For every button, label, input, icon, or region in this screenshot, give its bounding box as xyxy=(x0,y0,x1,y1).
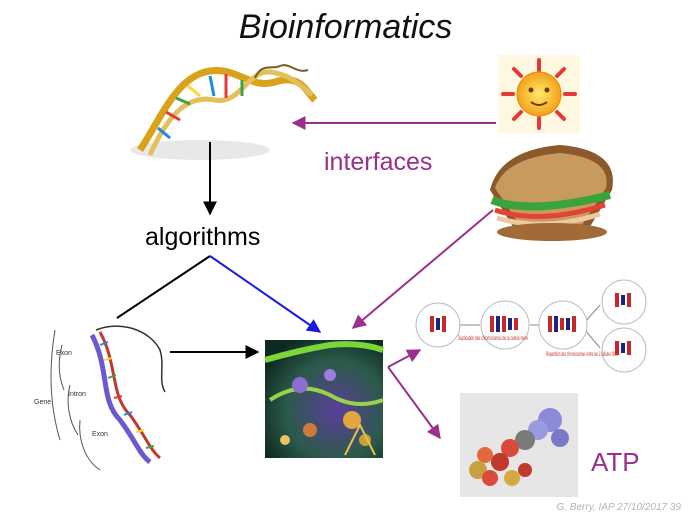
cell-illustration-image xyxy=(264,340,384,458)
interfaces-label: interfaces xyxy=(324,148,433,176)
arrow-cell-to-atp xyxy=(387,366,441,440)
slide-title: Bioinformatics xyxy=(238,8,453,46)
arrow-algorithms-to-cell xyxy=(209,255,322,333)
gene-label: Gene xyxy=(34,399,51,406)
atp-label: ATP xyxy=(591,447,640,477)
gene-exon-bottom-label: Exon xyxy=(92,431,108,438)
footer-credit: G. Berry, IAP 27/10/2017 39 xyxy=(556,502,681,513)
mitosis-step2-label: Répartition des chromosomes entre les 2 … xyxy=(546,352,618,358)
algorithms-label: algorithms xyxy=(145,223,261,251)
mitosis-step1-label: Duplication des chromosomes de la cellul… xyxy=(458,336,528,342)
arrow-sandwich-to-cell xyxy=(351,209,494,329)
gene-structure-image: Exon Intron Exon Gene xyxy=(34,325,166,471)
sandwich-image xyxy=(490,145,613,241)
line-algorithms-to-gene xyxy=(116,255,211,319)
mitosis-diagram-image: Duplication des chromosomes de la cellul… xyxy=(415,279,647,373)
atp-molecule-image xyxy=(460,393,578,497)
gene-exon-top-label: Exon xyxy=(56,350,72,357)
gene-intron-label: Intron xyxy=(68,391,86,398)
sun-image xyxy=(498,55,580,133)
arrow-cell-to-mitosis xyxy=(387,349,422,368)
dna-helix-image xyxy=(130,64,318,160)
